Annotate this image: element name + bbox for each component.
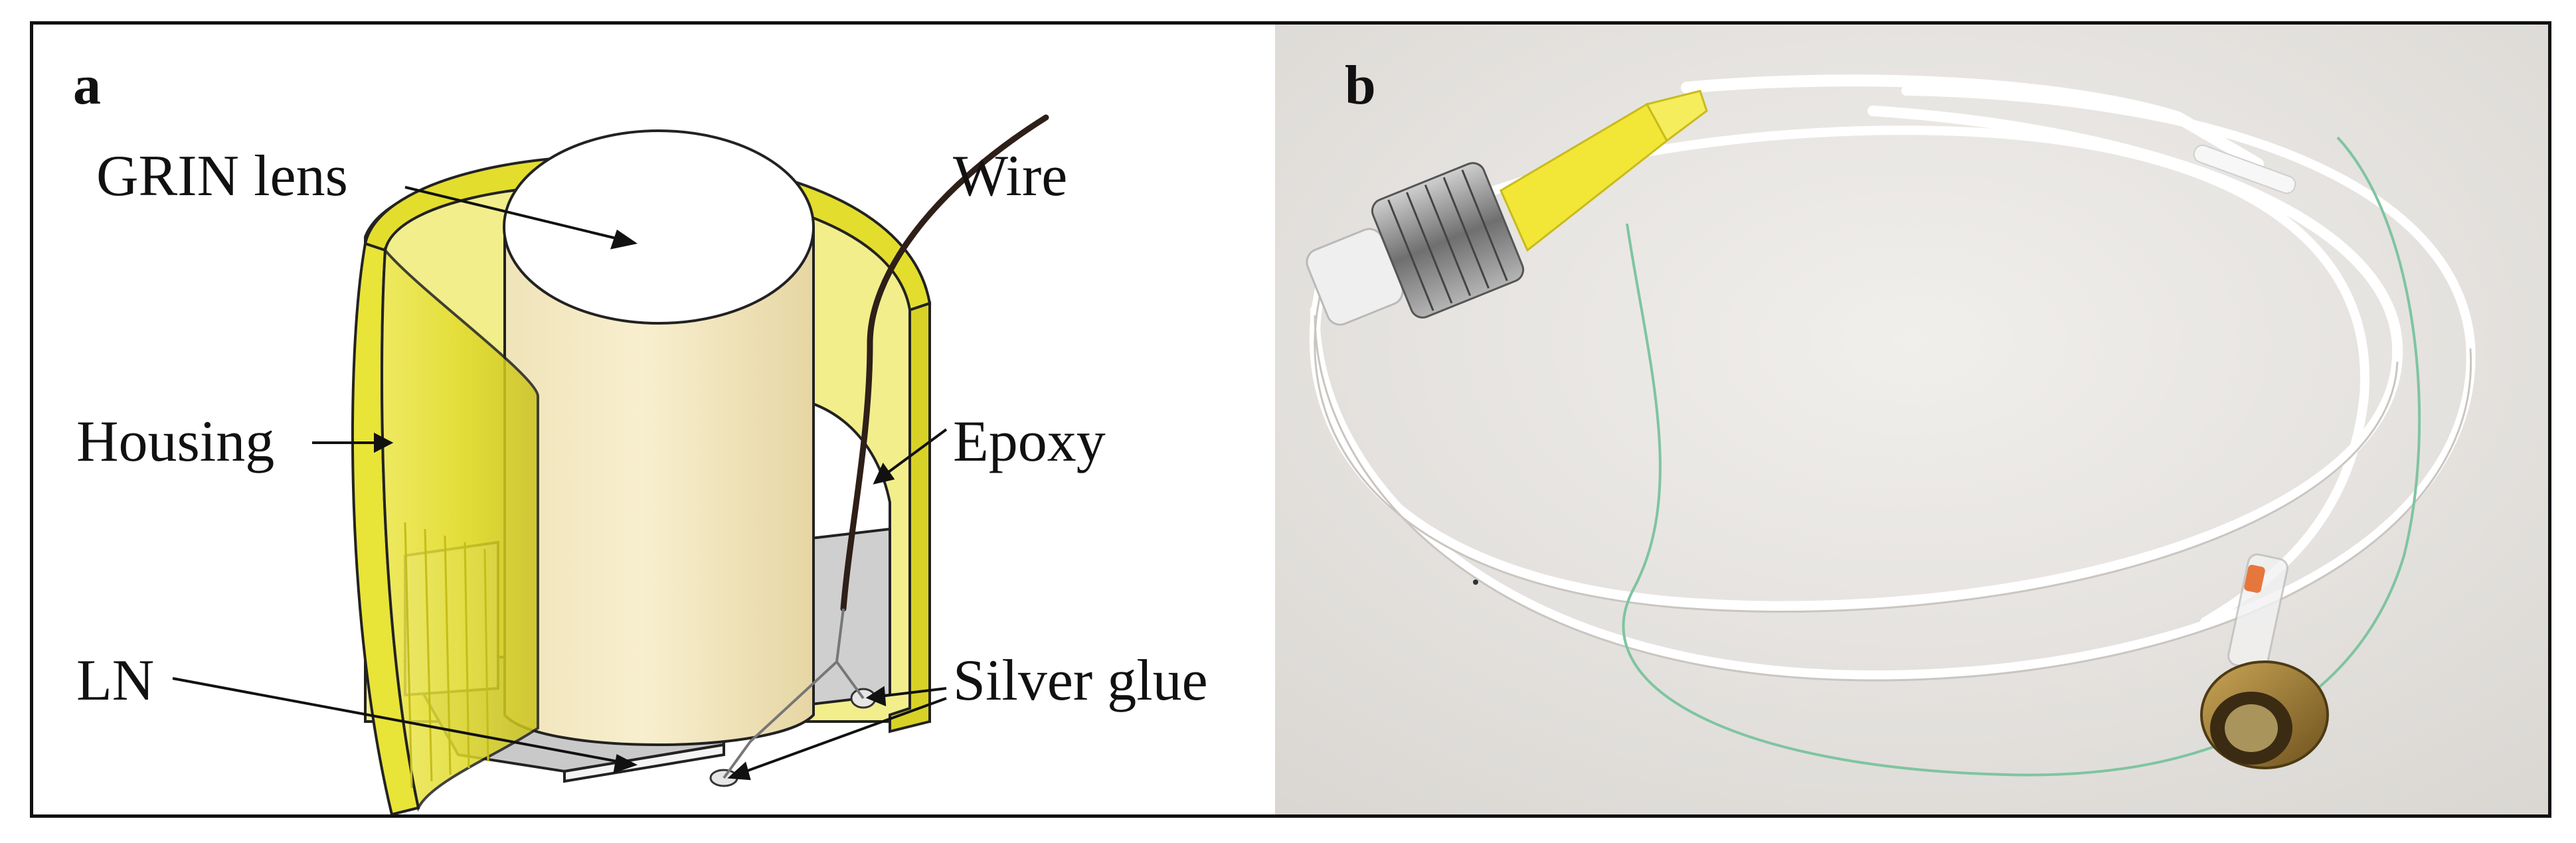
cable-sleeve (2193, 144, 2296, 194)
fc-connector (1306, 90, 1708, 326)
housing-stripes (404, 522, 489, 789)
schematic-drawing (172, 114, 1049, 814)
figure-frame: a GRIN lens Wire Housing Epoxy LN Silver… (30, 21, 2551, 818)
label-housing: Housing (76, 410, 275, 474)
label-wire: Wire (953, 144, 1068, 208)
grin-lens-top-face (503, 129, 815, 325)
leader-lines (172, 186, 948, 781)
label-epoxy: Epoxy (953, 410, 1106, 474)
wire (840, 114, 1049, 612)
photo-illustration (1275, 25, 2548, 814)
panel-a-schematic: a GRIN lens Wire Housing Epoxy LN Silver… (33, 25, 1275, 814)
green-fiber (1622, 136, 2421, 777)
probe-head (2200, 553, 2329, 769)
glue-wire-lines (723, 608, 865, 779)
panel-b-letter: b (1345, 54, 1376, 116)
panel-b-photo: b (1275, 25, 2548, 814)
housing-front-panel (381, 246, 539, 812)
cable-shading (1314, 288, 2472, 682)
ln-plate-edge (563, 743, 725, 783)
label-grin-lens: GRIN lens (96, 144, 348, 208)
label-ln: LN (76, 649, 155, 713)
panel-a-letter: a (73, 54, 101, 116)
label-silver-glue: Silver glue (953, 649, 1208, 713)
photo-background (1275, 25, 2548, 814)
housing-right-strip (889, 301, 931, 733)
